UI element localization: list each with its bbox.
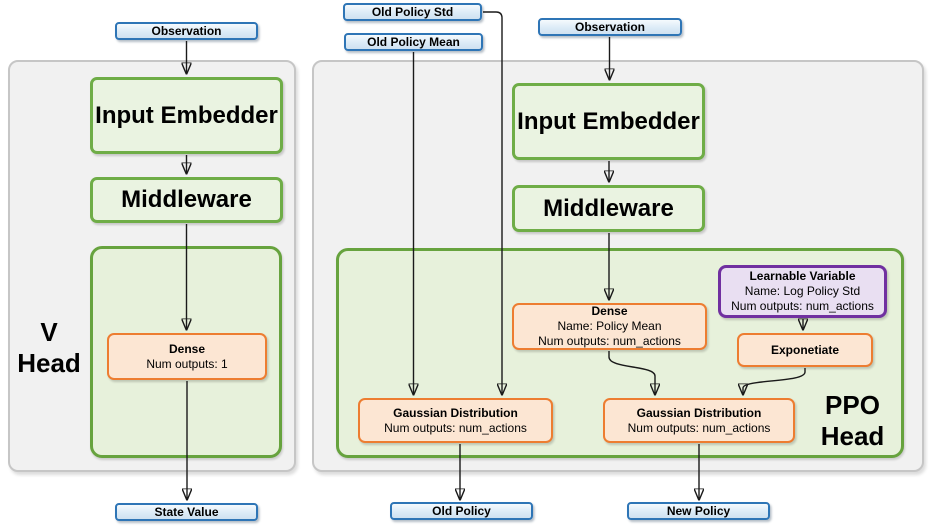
ppo-middleware-label: Middleware [543, 194, 674, 222]
exponetiate-label: Exponetiate [770, 342, 839, 357]
old-policy-mean-label: Old Policy Mean [367, 34, 460, 49]
new-policy-label: New Policy [666, 503, 731, 518]
ppo-observation-label: Observation [574, 19, 646, 34]
ppo-head-label-line2: Head [820, 421, 885, 452]
ppo-middleware-block: Middleware [512, 185, 705, 232]
vhead-input-embedder-block: Input Embedder [90, 77, 283, 154]
learnable-variable-name: Name: Log Policy Std [744, 284, 861, 298]
gaussian-distribution-new-layer: Gaussian Distribution Num outputs: num_a… [603, 398, 795, 443]
learnable-variable-title: Learnable Variable [749, 269, 856, 283]
gaussian-old-outputs: Num outputs: num_actions [384, 420, 527, 435]
v-head-label: V Head [10, 317, 88, 379]
gaussian-new-title: Gaussian Distribution [636, 405, 762, 420]
gaussian-new-outputs: Num outputs: num_actions [627, 420, 771, 435]
v-head-label-line1: V [40, 317, 58, 347]
old-policy-label: Old Policy [432, 503, 491, 518]
v-head-label-line2: Head [17, 348, 81, 379]
learnable-variable-layer: Learnable Variable Name: Log Policy Std … [718, 265, 887, 318]
ppo-dense-title: Dense [591, 304, 628, 318]
vhead-input-embedder-label: Input Embedder [95, 101, 278, 129]
old-policy-mean-node: Old Policy Mean [344, 33, 483, 51]
ppo-dense-name: Name: Policy Mean [557, 319, 662, 333]
old-policy-node: Old Policy [390, 502, 533, 520]
ppo-input-embedder-label: Input Embedder [517, 107, 700, 135]
state-value-label: State Value [154, 504, 219, 519]
vhead-observation-node: Observation [115, 22, 258, 40]
new-policy-node: New Policy [627, 502, 770, 520]
vhead-dense-layer: Dense Num outputs: 1 [107, 333, 267, 380]
ppo-head-label: PPO Head [805, 390, 900, 452]
gaussian-old-title: Gaussian Distribution [393, 405, 518, 420]
learnable-variable-outputs: Num outputs: num_actions [731, 299, 874, 313]
ppo-input-embedder-block: Input Embedder [512, 83, 705, 160]
gaussian-distribution-old-layer: Gaussian Distribution Num outputs: num_a… [358, 398, 553, 443]
state-value-node: State Value [115, 503, 258, 521]
ppo-head-label-line1: PPO [825, 390, 880, 420]
old-policy-std-label: Old Policy Std [371, 4, 454, 19]
old-policy-std-node: Old Policy Std [343, 3, 482, 21]
vhead-observation-label: Observation [151, 23, 222, 38]
vhead-middleware-label: Middleware [121, 186, 252, 213]
ppo-observation-node: Observation [538, 18, 682, 36]
vhead-dense-outputs: Num outputs: 1 [146, 356, 228, 371]
ppo-dense-layer: Dense Name: Policy Mean Num outputs: num… [512, 303, 707, 350]
vhead-middleware-block: Middleware [90, 177, 283, 223]
vhead-dense-title: Dense [168, 341, 206, 356]
exponetiate-layer: Exponetiate [737, 333, 873, 367]
ppo-dense-outputs: Num outputs: num_actions [538, 334, 681, 348]
